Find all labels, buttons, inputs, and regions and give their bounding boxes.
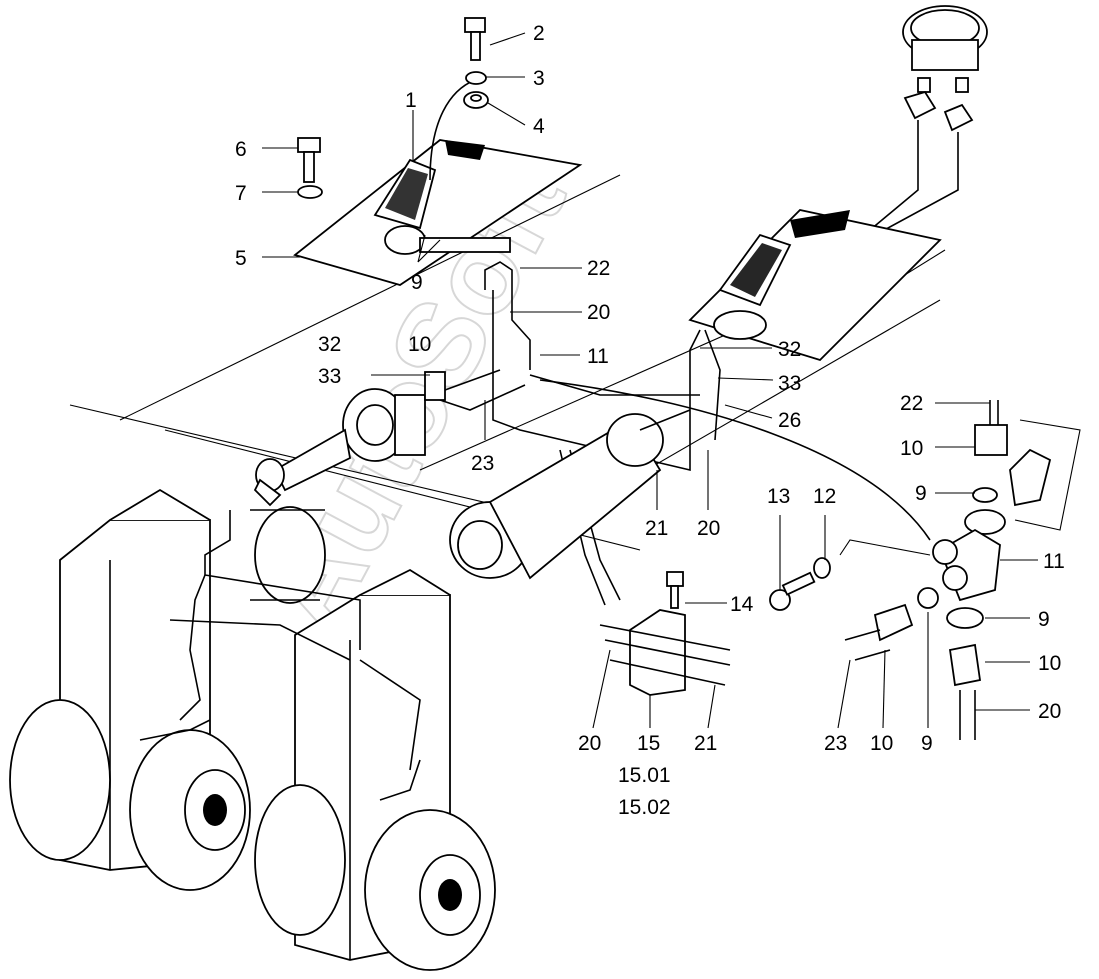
left-cylinder-tube [250, 506, 326, 604]
callout-labels: 1 2 3 4 6 7 5 9 32 10 33 22 20 11 32 33 … [235, 22, 1065, 819]
right-pedal-assembly [688, 209, 942, 362]
label-21-center: 21 [645, 517, 668, 540]
label-10-left: 10 [408, 333, 431, 356]
label-9-bottom: 9 [921, 732, 933, 755]
label-20-center: 20 [697, 517, 720, 540]
label-15-01: 15.01 [618, 764, 671, 787]
label-32-left: 32 [318, 333, 341, 356]
right-wheel-assembly [254, 568, 496, 971]
brake-chamber-center [449, 409, 691, 580]
label-12: 12 [813, 485, 836, 508]
label-33-left: 33 [318, 365, 341, 388]
label-7: 7 [235, 182, 247, 205]
label-14: 14 [730, 593, 754, 616]
label-20-right: 20 [1038, 700, 1061, 723]
label-22-right: 22 [900, 392, 923, 415]
label-10-right-lower: 10 [1038, 652, 1061, 675]
left-pedal-assembly [293, 79, 583, 286]
label-2: 2 [533, 22, 545, 45]
label-15: 15 [637, 732, 660, 755]
bolt-2-washer-3-nut-4 [463, 17, 489, 109]
bolt-13-washer-12 [769, 539, 931, 611]
brake-lines [439, 261, 931, 606]
label-21-bottom: 21 [694, 732, 717, 755]
label-20-top: 20 [587, 301, 610, 324]
label-9-right-lower: 9 [1038, 608, 1050, 631]
label-6: 6 [235, 138, 247, 161]
label-10-bottom: 10 [870, 732, 893, 755]
label-10-right: 10 [900, 437, 923, 460]
label-9-right: 9 [915, 482, 927, 505]
label-20-bottom: 20 [578, 732, 601, 755]
label-32-right: 32 [778, 338, 801, 361]
label-9-top: 9 [411, 271, 423, 294]
label-3: 3 [533, 67, 545, 90]
label-11-center: 11 [587, 345, 609, 368]
left-wheel-assembly [9, 488, 251, 891]
clamp-bracket-15 [599, 571, 731, 696]
bolt-6-washer-7 [297, 137, 323, 199]
label-23-bottom: 23 [824, 732, 847, 755]
label-5: 5 [235, 247, 247, 270]
pressure-gauge [869, 5, 988, 236]
label-22-top: 22 [587, 257, 610, 280]
label-23-center: 23 [471, 452, 494, 475]
left-valve-cylinder [253, 369, 501, 507]
label-1: 1 [405, 89, 417, 112]
label-13: 13 [767, 485, 790, 508]
label-26: 26 [778, 409, 801, 432]
leg-brake-lines [169, 510, 421, 771]
label-11-right: 11 [1043, 550, 1065, 573]
label-15-02: 15.02 [618, 796, 671, 819]
tee-fitting-assembly [844, 400, 1081, 740]
leader-lines [262, 32, 1038, 729]
label-33-right: 33 [778, 372, 801, 395]
label-4: 4 [533, 115, 545, 138]
